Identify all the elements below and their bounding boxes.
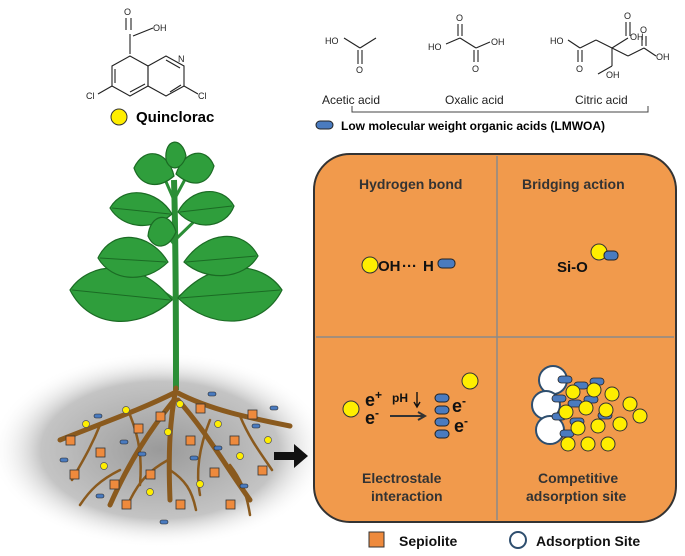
leaf (175, 152, 215, 184)
citric-oh-atom-center: OH (606, 70, 620, 80)
electro-lmwoa-marker (434, 405, 450, 415)
citric-o-atom-right: O (640, 25, 647, 35)
bridging-lmwoa-marker (603, 250, 619, 261)
electro-quinclorac-dot (342, 400, 360, 418)
leaf (183, 235, 259, 277)
hbond-quinclorac-dot (361, 256, 379, 274)
oxalic-o-atom-top: O (456, 13, 463, 23)
competitive-adsorption-cluster (531, 365, 648, 452)
electro-lmwoa-marker (434, 417, 450, 427)
electrostatic-title-line1: Electrostale (362, 470, 442, 486)
mechanism-panel (313, 153, 677, 523)
hbond-h-text: H (423, 258, 434, 275)
oxalic-oh-atom: OH (491, 37, 505, 47)
quinclorac-n-atom: N (178, 54, 185, 64)
quinclorac-cl-atom-left: Cl (86, 91, 95, 101)
oxalic-acid-label: Oxalic acid (445, 93, 504, 107)
quinclorac-oh-atom: OH (153, 23, 167, 33)
sepiolite-legend-marker (368, 531, 385, 548)
leaf (109, 192, 173, 227)
sepiolite-legend-label: Sepiolite (399, 533, 458, 549)
lmwoa-legend-marker (315, 120, 334, 130)
quinclorac-cl-atom-right: Cl (198, 91, 207, 101)
electro-e-minus-right-bottom: e- (454, 414, 468, 436)
lmwoa-bracket (351, 106, 649, 113)
acetic-o-atom: O (356, 65, 363, 75)
citric-oh-atom-right: OH (656, 52, 670, 62)
leaf (147, 216, 177, 247)
electro-e-plus: e+ (365, 388, 382, 410)
soil-lmwoa-particles (59, 391, 279, 525)
electro-lmwoa-marker (434, 393, 450, 403)
electro-ph-down-arrow (413, 392, 421, 409)
electro-e-minus: e- (365, 406, 379, 428)
hbond-oh-text: OH (378, 258, 401, 275)
quinclorac-legend-dot (110, 108, 128, 126)
bridging-action-title: Bridging action (522, 176, 625, 192)
leaf (177, 191, 235, 226)
leaf (133, 153, 175, 185)
electro-lmwoa-marker (434, 429, 450, 439)
leaf (165, 141, 187, 169)
plant-illustration (0, 141, 330, 548)
citric-oh-atom-top: OH (630, 32, 644, 42)
hbond-dots-text: ··· (402, 258, 417, 275)
bridging-sio-text: Si-O (557, 259, 588, 276)
leaf (97, 236, 169, 278)
soil-quinclorac-particles (82, 400, 272, 496)
electro-e-minus-right-top: e- (452, 394, 466, 416)
lmwoa-legend-label: Low molecular weight organic acids (LMWO… (341, 119, 605, 133)
acetic-acid-label: Acetic acid (322, 93, 380, 107)
soil (0, 352, 330, 548)
citric-acid-label: Citric acid (575, 93, 628, 107)
electro-arrow (390, 411, 428, 421)
quinclorac-label: Quinclorac (136, 109, 214, 126)
acetic-acid-structure (343, 37, 377, 64)
citric-o-atom-top: O (624, 11, 631, 21)
oxalic-acid-structure (445, 24, 491, 62)
oxalic-o-atom-bottom: O (472, 64, 479, 74)
acetic-oh-atom: HO (325, 36, 339, 46)
quinclorac-o-atom: O (124, 7, 131, 17)
citric-o-atom-left: O (576, 64, 583, 74)
quinclorac-structure (97, 18, 199, 97)
hbond-lmwoa-marker (437, 258, 456, 269)
citric-acid-structure (567, 22, 657, 75)
citric-ho-atom-left: HO (550, 36, 564, 46)
electro-quinclorac-dot-right (461, 372, 479, 390)
adsorption-site-legend-label: Adsorption Site (536, 533, 640, 549)
competitive-title-line2: adsorption site (526, 488, 627, 504)
electro-ph-label: pH (392, 391, 408, 405)
soil-sepiolite-particles (65, 403, 268, 510)
oxalic-ho-atom: HO (428, 42, 442, 52)
process-arrow (274, 444, 308, 468)
plant-stem (171, 179, 179, 391)
hydrogen-bond-title: Hydrogen bond (359, 176, 462, 192)
electrostatic-title-line2: interaction (371, 488, 443, 504)
competitive-title-line1: Competitive (538, 470, 618, 486)
adsorption-site-legend-marker (509, 531, 527, 549)
